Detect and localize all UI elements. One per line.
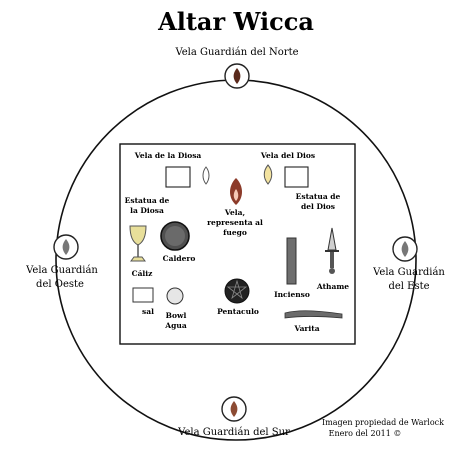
vela-fuego-label-3: fuego <box>223 228 247 237</box>
chalice-icon <box>129 225 147 262</box>
north-candle-icon <box>224 63 250 89</box>
pentacle-icon <box>224 278 250 304</box>
credit-line-1: Imagen propiedad de Warlock <box>322 418 444 427</box>
vela-fuego-label-1: Vela, <box>224 208 245 217</box>
fire-candle-icon <box>230 178 242 205</box>
water-bowl-icon <box>166 287 184 305</box>
altar-table <box>119 143 356 345</box>
god-flame-icon <box>263 164 273 185</box>
athame-icon <box>325 227 339 274</box>
estatua-dios-label-2: del Dios <box>301 202 335 211</box>
goddess-candle-square <box>165 166 191 188</box>
vela-diosa-label: Vela de la Diosa <box>134 151 202 160</box>
incienso-label: Incienso <box>274 290 310 299</box>
estatua-diosa-label-2: la Diosa <box>130 206 164 215</box>
cauldron-icon <box>160 221 190 251</box>
wand-icon <box>284 310 343 319</box>
guardian-west-label-1: Vela Guardián <box>25 265 98 276</box>
vela-fuego-label-2: representa al <box>207 218 263 227</box>
varita-label: Varita <box>293 324 319 333</box>
guardian-south-label: Vela Guardián del Sur <box>177 427 290 438</box>
god-candle-square <box>284 166 309 188</box>
east-candle-icon <box>392 236 418 262</box>
agua-label-2: Agua <box>164 321 187 330</box>
guardian-east-label-2: del Este <box>388 281 429 292</box>
guardian-north-label: Vela Guardián del Norte <box>174 47 298 58</box>
estatua-diosa-label-1: Estatua de <box>125 196 170 205</box>
estatua-dios-label-1: Estatua de <box>296 192 341 201</box>
pentaculo-label: Pentaculo <box>217 307 259 316</box>
vela-dios-label: Vela del Dios <box>260 151 315 160</box>
credit-line-2: Enero del 2011 © <box>329 429 402 438</box>
caliz-label: Cáliz <box>132 269 153 278</box>
west-candle-icon <box>53 234 79 260</box>
salt-square-icon <box>132 287 154 303</box>
incense-icon <box>286 237 297 285</box>
agua-label-1: Bowl <box>166 311 187 320</box>
caldero-label: Caldero <box>163 254 196 263</box>
guardian-west-label-2: del Oeste <box>36 279 84 290</box>
guardian-east-label-1: Vela Guardián <box>372 267 445 278</box>
goddess-flame-icon <box>202 166 210 185</box>
athame-label: Athame <box>316 282 349 291</box>
page-title: Altar Wicca <box>157 7 314 36</box>
sal-label: sal <box>142 307 154 316</box>
south-candle-icon <box>221 396 247 422</box>
